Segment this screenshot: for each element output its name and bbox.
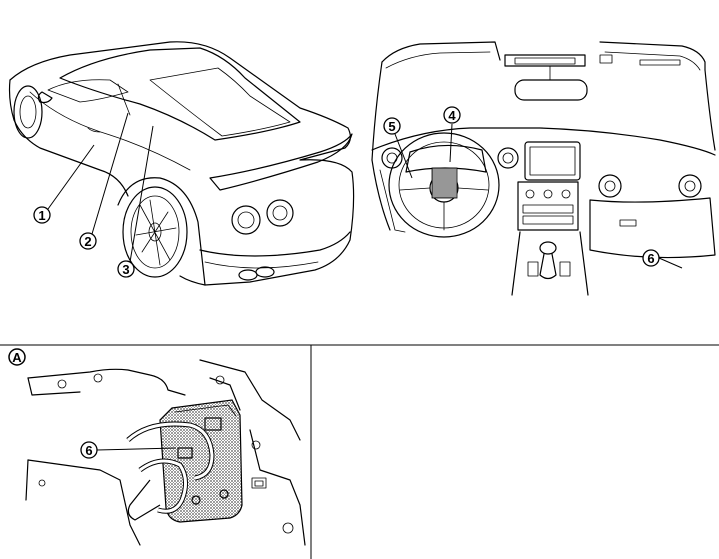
callout-1: 1 (33, 144, 95, 224)
callout-1-label: 1 (38, 208, 45, 223)
callout-6-top-label: 6 (647, 251, 654, 266)
dashboard-illustration: R (371, 41, 716, 296)
callout-5-label: 5 (388, 119, 395, 134)
callout-6-top: 6 (642, 249, 683, 269)
callout-6-detail-label: 6 (85, 443, 92, 458)
panel-dividers (0, 344, 719, 559)
detail-label-a: A (8, 348, 26, 366)
detail-label-a-text: A (12, 350, 22, 365)
car-exterior-illustration (8, 41, 355, 286)
callout-6-detail: 6 (80, 441, 177, 459)
callout-3-label: 3 (122, 262, 129, 277)
callout-4: 4 (443, 106, 461, 163)
detail-view-a: A (8, 348, 306, 546)
callout-2: 2 (79, 112, 129, 250)
callout-5: 5 (383, 117, 413, 179)
callout-2-label: 2 (84, 234, 91, 249)
callout-3: 3 (117, 125, 154, 278)
callout-4-label: 4 (448, 108, 456, 123)
